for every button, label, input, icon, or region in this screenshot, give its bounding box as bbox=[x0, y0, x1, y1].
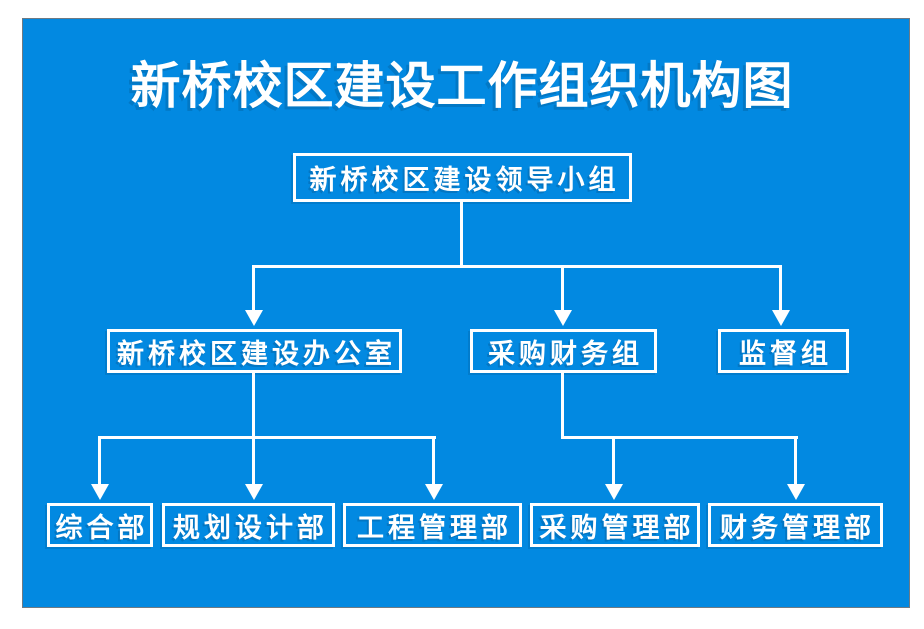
connector-procurement-finance-horizontal bbox=[561, 436, 798, 439]
node-label: 财务管理部 bbox=[720, 512, 875, 544]
node-label: 综合部 bbox=[55, 512, 149, 544]
node-leadership-group: 新桥校区建设领导小组 bbox=[293, 153, 632, 202]
node-label: 工程管理部 bbox=[357, 512, 512, 544]
node-label: 采购管理部 bbox=[539, 512, 695, 544]
node-general-dept: 综合部 bbox=[47, 503, 153, 547]
arrow-to-procurement-mgmt-dept bbox=[612, 436, 615, 485]
chart-canvas bbox=[22, 18, 910, 608]
node-construction-office: 新桥校区建设办公室 bbox=[107, 329, 402, 373]
node-label: 新桥校区建设领导小组 bbox=[309, 165, 620, 196]
arrow-to-finance-mgmt-dept bbox=[794, 436, 797, 485]
node-engineering-mgmt-dept: 工程管理部 bbox=[343, 503, 522, 547]
connector-office-stem bbox=[252, 373, 255, 436]
connector-top-horizontal bbox=[252, 265, 782, 268]
node-planning-design-dept: 规划设计部 bbox=[162, 503, 335, 547]
connector-office-horizontal bbox=[98, 436, 436, 439]
connector-root-stem bbox=[460, 202, 463, 265]
node-label: 规划设计部 bbox=[173, 512, 328, 544]
connector-procurement-finance-stem bbox=[561, 373, 564, 436]
node-procurement-mgmt-dept: 采购管理部 bbox=[530, 503, 700, 547]
chart-title: 新桥校区建设工作组织机构图 bbox=[130, 57, 794, 115]
arrow-to-office bbox=[252, 265, 255, 311]
node-label: 采购财务组 bbox=[488, 338, 643, 370]
node-procurement-finance-group: 采购财务组 bbox=[470, 329, 657, 373]
node-label: 监督组 bbox=[739, 338, 832, 370]
node-finance-mgmt-dept: 财务管理部 bbox=[708, 503, 883, 547]
arrow-to-engineering-mgmt-dept bbox=[432, 436, 435, 485]
node-supervision-group: 监督组 bbox=[718, 329, 849, 373]
node-label: 新桥校区建设办公室 bbox=[117, 338, 396, 370]
arrow-to-general-dept bbox=[98, 436, 101, 485]
arrow-to-planning-design-dept bbox=[252, 436, 255, 485]
arrow-to-procurement-finance bbox=[561, 265, 564, 311]
arrow-to-supervision bbox=[779, 265, 782, 311]
